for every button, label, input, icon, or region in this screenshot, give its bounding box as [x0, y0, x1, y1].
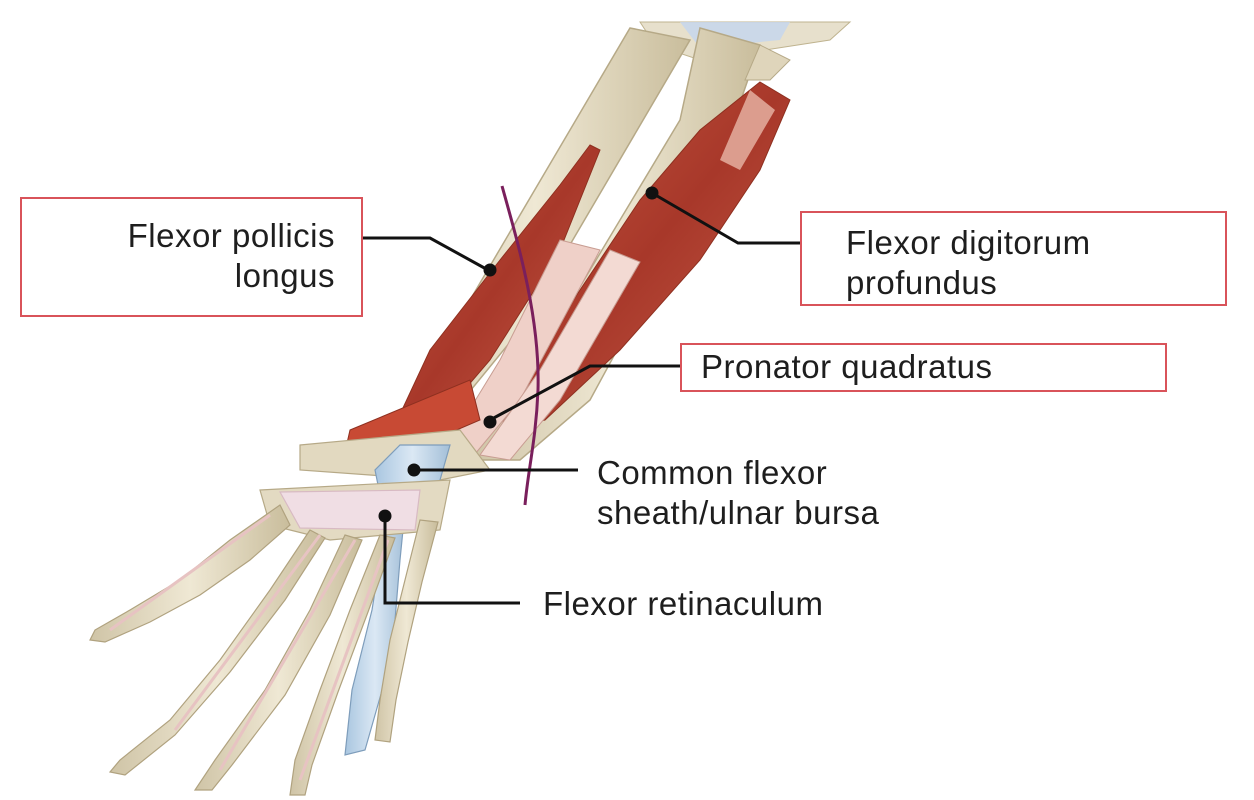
label-fpl-line2: longus [24, 256, 335, 296]
label-flexor-pollicis-longus: Flexor pollicis longus [24, 216, 335, 296]
label-fdp-line2: profundus [846, 263, 1091, 303]
marker-pq [485, 417, 495, 427]
leader-line-fpl [362, 238, 488, 270]
marker-fr [380, 511, 390, 521]
label-common-flexor-sheath: Common flexor sheath/ulnar bursa [597, 453, 879, 533]
label-fdp-line1: Flexor digitorum [846, 223, 1091, 263]
label-flexor-digitorum-profundus: Flexor digitorum profundus [846, 223, 1091, 303]
marker-fpl [485, 265, 495, 275]
label-cfs-line2: sheath/ulnar bursa [597, 493, 879, 533]
label-fpl-line1: Flexor pollicis [24, 216, 335, 256]
label-flexor-retinaculum: Flexor retinaculum [543, 584, 823, 624]
label-pronator-quadratus: Pronator quadratus [701, 347, 993, 387]
label-cfs-line1: Common flexor [597, 453, 879, 493]
marker-fdp [647, 188, 657, 198]
marker-cfs [409, 465, 419, 475]
